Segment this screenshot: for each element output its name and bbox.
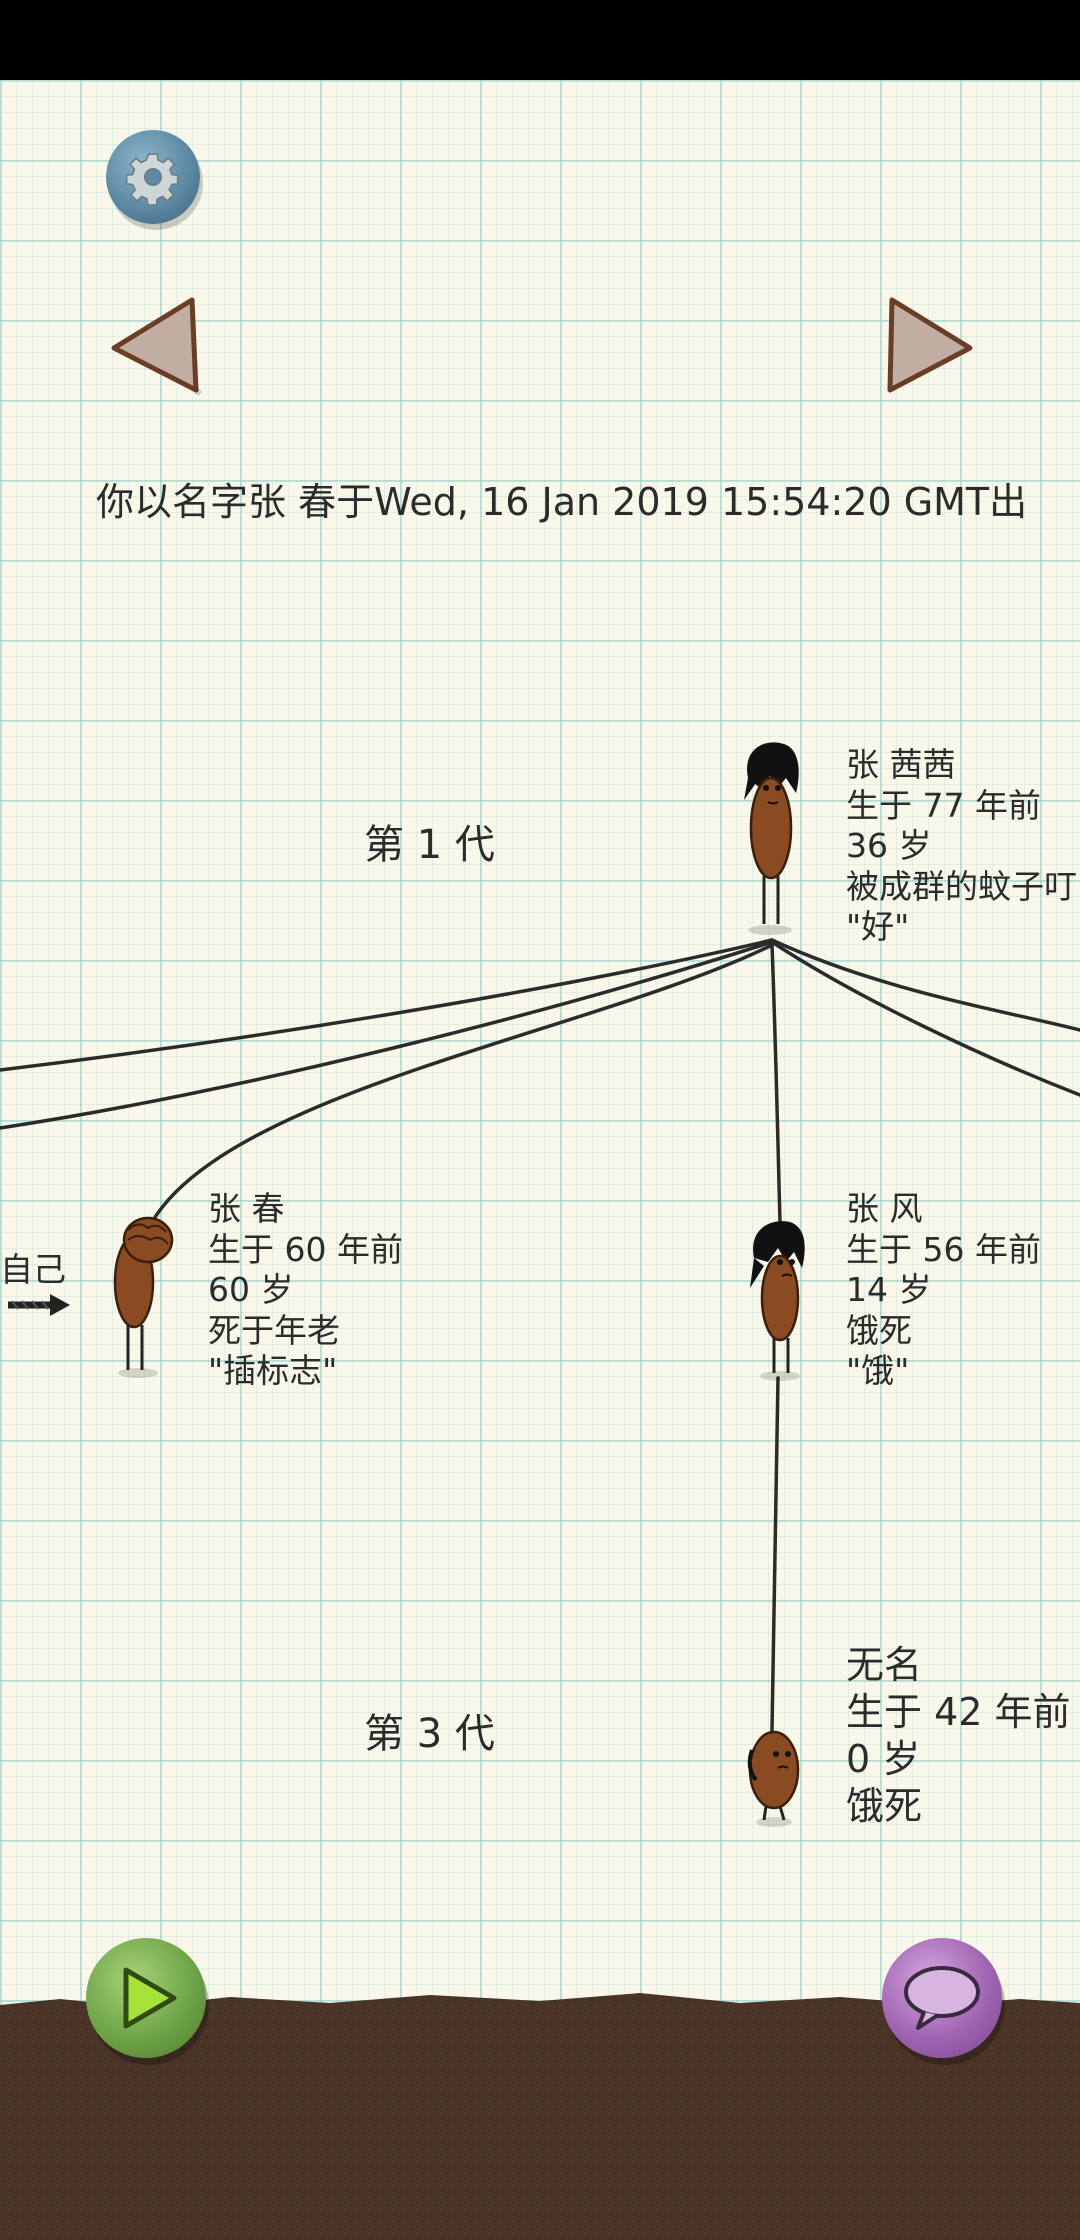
tree-line-to-unnamed (770, 1376, 780, 1732)
person-death: 饿死 (846, 1310, 912, 1350)
person-name: 无名 (846, 1643, 923, 1687)
generation-3-label: 第 3 代 (364, 1711, 495, 1757)
person-born: 生于 60 年前 (208, 1229, 403, 1269)
person-born: 生于 56 年前 (846, 1229, 1041, 1269)
person-death: 被成群的蚊子叮 (846, 866, 1077, 906)
settings-button[interactable] (106, 130, 200, 224)
self-label: 自己 (0, 1250, 66, 1289)
person-quote: "饿" (846, 1351, 910, 1390)
tree-line-right-1 (770, 938, 1080, 1032)
person-quote: "插标志" (208, 1351, 338, 1390)
arrow-left-icon (111, 297, 203, 397)
person-age: 14 岁 (846, 1270, 932, 1309)
speech-bubble-icon (904, 1966, 980, 2030)
arrow-right-icon (887, 297, 973, 393)
tree-line-left-1 (0, 938, 774, 1072)
character-figure (113, 1216, 174, 1378)
person-name: 张 茜茜 (846, 745, 956, 784)
person-born: 生于 77 年前 (846, 785, 1041, 825)
tree-line-to-feng (770, 943, 782, 1224)
previous-button[interactable] (104, 290, 204, 400)
person-name: 张 风 (846, 1189, 923, 1228)
character-chun[interactable] (108, 1210, 188, 1380)
person-age: 60 岁 (208, 1270, 294, 1309)
person-name: 张 春 (208, 1189, 285, 1228)
person-quote: "好" (846, 907, 910, 946)
tree-line-left-2 (0, 940, 774, 1130)
person-info-xixi: 张 茜茜 生于 77 年前 36 岁 被成群的蚊子叮 "好" (846, 745, 1077, 948)
character-figure (744, 742, 799, 935)
ground-dirt (0, 1993, 1080, 2240)
person-death: 死于年老 (208, 1310, 340, 1350)
gear-icon (125, 153, 179, 206)
person-age: 0 岁 (846, 1737, 921, 1781)
person-age: 36 岁 (846, 826, 932, 865)
character-unnamed[interactable] (738, 1720, 818, 1830)
character-figure (747, 1730, 800, 1827)
play-button[interactable] (86, 1938, 206, 2058)
character-feng[interactable] (738, 1218, 828, 1383)
play-icon (123, 1967, 177, 2029)
character-xixi[interactable] (726, 738, 816, 938)
intro-text: 你以名字张 春于Wed, 16 Jan 2019 15:54:20 GMT出 (96, 480, 1028, 524)
tree-line-right-2 (770, 940, 1080, 1097)
person-death: 饿死 (846, 1784, 923, 1828)
status-bar (0, 0, 1080, 80)
generation-1-label: 第 1 代 (364, 822, 495, 868)
self-arrow-icon (8, 1294, 70, 1316)
person-info-feng: 张 风 生于 56 年前 14 岁 饿死 "饿" (846, 1189, 1041, 1392)
person-info-unnamed: 无名 生于 42 年前 0 岁 饿死 (846, 1642, 1071, 1830)
person-born: 生于 42 年前 (846, 1690, 1071, 1734)
next-button[interactable] (880, 290, 980, 405)
character-figure (750, 1221, 805, 1381)
chat-button[interactable] (882, 1938, 1002, 2058)
tree-line-to-chun (150, 943, 774, 1224)
person-info-chun: 张 春 生于 60 年前 60 岁 死于年老 "插标志" (208, 1189, 403, 1392)
